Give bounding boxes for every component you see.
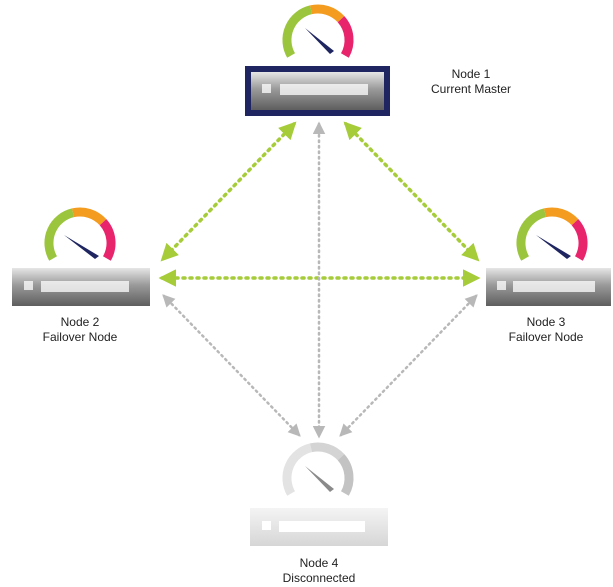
link-node1-node3 xyxy=(343,121,480,262)
link-node2-node4 xyxy=(162,294,301,437)
node-2-name: Node 2 xyxy=(60,315,100,329)
server-box-icon xyxy=(250,508,388,546)
server-box-icon xyxy=(12,268,150,306)
node-3-role: Failover Node xyxy=(508,330,584,344)
speedometer-gauge-icon xyxy=(44,207,116,261)
speedometer-gauge-icon xyxy=(282,442,354,496)
node-3-name: Node 3 xyxy=(526,315,566,329)
node-4 xyxy=(250,442,388,546)
speedometer-gauge-icon xyxy=(516,207,588,261)
node-2-label: Node 2 Failover Node xyxy=(15,315,145,345)
node-1-name: Node 1 xyxy=(451,67,491,81)
link-node1-node2 xyxy=(160,121,297,262)
speedometer-gauge-icon xyxy=(282,4,354,58)
node-4-label: Node 4 Disconnected xyxy=(254,556,384,586)
node-2-role: Failover Node xyxy=(42,330,118,344)
server-box-icon xyxy=(245,66,390,116)
link-node3-node4 xyxy=(339,294,478,437)
node-4-role: Disconnected xyxy=(282,571,356,585)
node-3-label: Node 3 Failover Node xyxy=(481,315,611,345)
links xyxy=(158,121,481,439)
node-3 xyxy=(486,207,611,306)
node-1-role: Current Master xyxy=(430,82,512,96)
node-1-label: Node 1 Current Master xyxy=(406,67,536,97)
server-box-icon xyxy=(486,268,611,306)
node-2 xyxy=(12,207,150,306)
node-1 xyxy=(245,4,390,116)
node-4-name: Node 4 xyxy=(299,556,339,570)
